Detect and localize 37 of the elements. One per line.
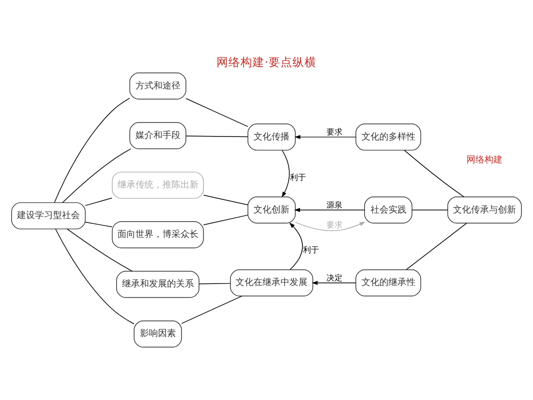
node-box: 文化创新 xyxy=(248,196,296,223)
diagram-title: 网络构建·要点纵横 xyxy=(216,54,316,69)
arrow xyxy=(295,221,366,231)
connector xyxy=(186,135,248,137)
arrow xyxy=(312,280,356,284)
connector xyxy=(186,98,248,126)
node-box: 文化传承与创新 xyxy=(447,196,522,223)
node-box: 继承传统，推陈出新 xyxy=(112,171,204,198)
node-box: 方式和途径 xyxy=(129,72,186,99)
node-box: 面向世界，博采众长 xyxy=(112,220,204,248)
node-box: 继承和发展的关系 xyxy=(116,270,200,298)
arrow xyxy=(282,149,290,198)
connector xyxy=(198,282,231,284)
node-box: 媒介和手段 xyxy=(129,122,186,149)
connector xyxy=(84,221,112,227)
connector xyxy=(54,97,130,202)
connector xyxy=(412,209,448,210)
node-box: 文化在继承中发展 xyxy=(230,268,314,296)
node-box: 建设学习型社会 xyxy=(11,202,86,229)
connector xyxy=(62,148,132,202)
arrow xyxy=(294,134,356,139)
arrow xyxy=(294,207,365,212)
node-box: 文化传播 xyxy=(248,123,296,150)
connector xyxy=(55,228,134,324)
connector xyxy=(181,295,242,324)
label: 网络构建 xyxy=(466,155,503,166)
node-box: 社会实践 xyxy=(364,196,412,223)
connector xyxy=(203,194,248,205)
connector xyxy=(84,197,112,206)
node-box: 文化的多样性 xyxy=(355,123,422,150)
arrow xyxy=(289,222,303,270)
connector xyxy=(406,222,468,270)
connector xyxy=(404,149,464,197)
node-box: 影响因素 xyxy=(134,320,182,347)
connector xyxy=(66,228,133,272)
node-box: 文化的继承性 xyxy=(355,268,422,296)
connector xyxy=(203,214,248,225)
